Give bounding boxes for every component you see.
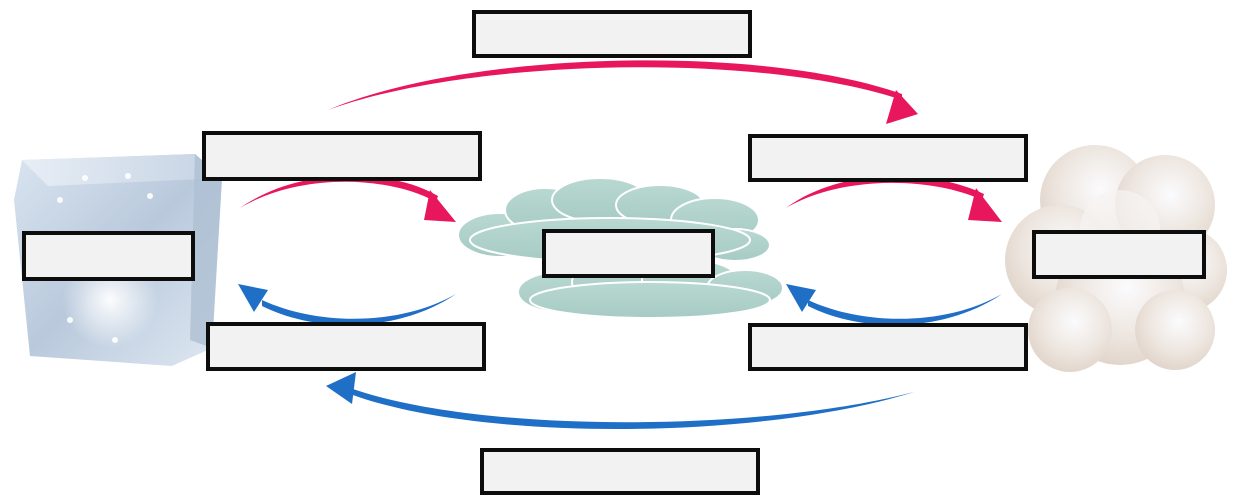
transition-arrow-gas-to-solid [326, 372, 914, 430]
transition-arrow-liquid-to-gas [786, 175, 1002, 222]
transition-label-solid-to-liquid [202, 131, 482, 181]
transition-arrow-liquid-to-solid [238, 284, 456, 326]
transition-label-liquid-to-solid [206, 322, 486, 371]
state-label-gas [1032, 230, 1206, 279]
state-label-liquid [542, 229, 715, 278]
transition-arrow-solid-to-gas [328, 60, 918, 124]
transition-arrow-gas-to-liquid [786, 284, 1002, 326]
transition-arrow-solid-to-liquid [240, 175, 456, 222]
state-label-solid [22, 231, 195, 281]
transition-label-gas-to-liquid [748, 323, 1028, 371]
transition-label-liquid-to-gas [748, 134, 1028, 182]
transition-label-solid-to-gas [472, 10, 752, 58]
transition-label-gas-to-solid [480, 448, 760, 495]
